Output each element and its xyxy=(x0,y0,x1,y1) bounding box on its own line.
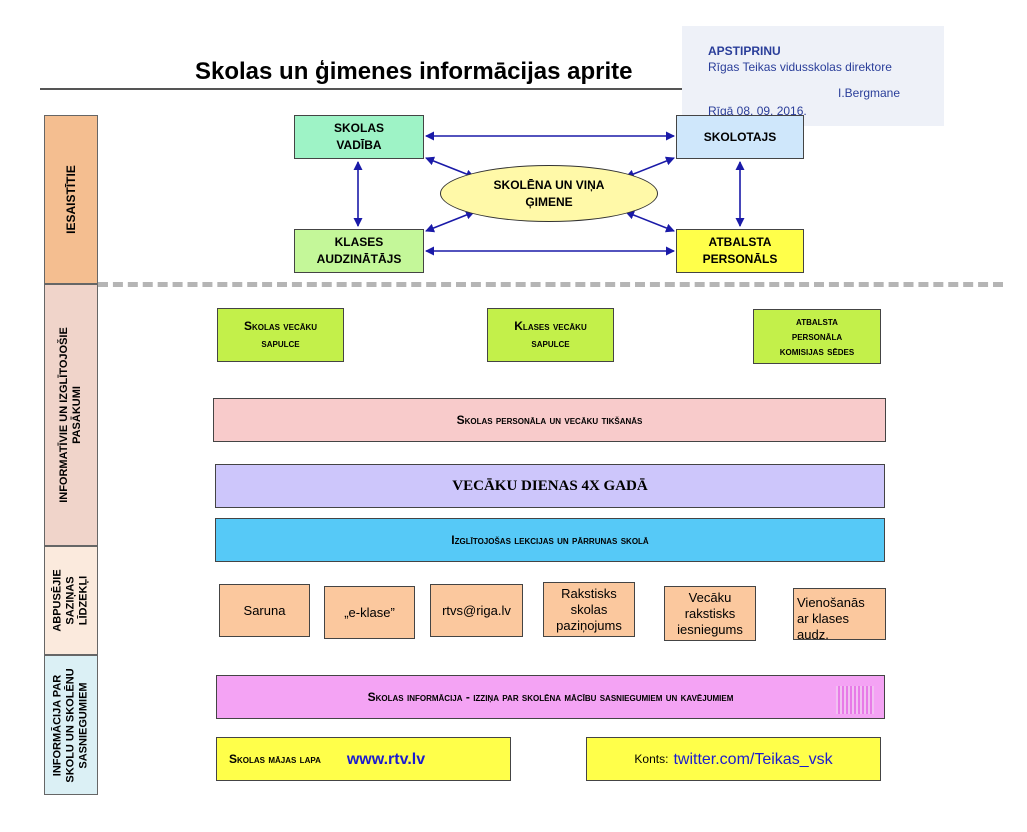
means-iesniegums-line-3: iesniegums xyxy=(677,621,743,637)
means-vienosanas-line-3: audz. xyxy=(797,627,829,640)
section-iesaistitie: IESAISTĪTIE xyxy=(44,115,98,284)
stamp-line-3: I.Bergmane xyxy=(838,86,901,100)
info-majas-lapa-label: Skolas mājas lapa xyxy=(229,751,321,766)
node-klases-audzinatajs: KLASES AUDZINĀTĀJS xyxy=(294,229,424,273)
node-atbalsta-line-1: ATBALSTA xyxy=(708,235,772,249)
info-majas-lapa: Skolas mājas lapa www.rtv.lv xyxy=(216,737,511,781)
means-rakstisks-line-3: paziņojums xyxy=(556,617,622,633)
event-klases-sapulce: Klases vecāku sapulce xyxy=(487,308,614,362)
info-konts-url[interactable]: twitter.com/Teikas_vsk xyxy=(673,750,833,768)
section-informacija: INFORMĀCIJA PAR SKOLU UN SKOLĒNU SASNIEG… xyxy=(44,655,98,795)
means-eklase: „e-klase” xyxy=(324,586,415,639)
event-vecaku-dienas-label: VECĀKU DIENAS 4X GADĀ xyxy=(452,477,648,494)
section-informativie: INFORMATĪVIE UN IZGLĪTOJOŠIE PASĀKUMI xyxy=(44,284,98,546)
arrow-skolotajs-center xyxy=(625,156,675,179)
event-skolas-sapulce-line-1: Skolas vecāku xyxy=(243,319,318,333)
stamp-line-1: APSTIPRINU xyxy=(708,44,781,58)
node-atbalsta-line-2: PERSONĀLS xyxy=(702,252,778,266)
event-klases-sapulce-line-1: Klases vecāku xyxy=(514,319,587,333)
event-lekcijas: Izglītojošas lekcijas un pārrunas skolā xyxy=(215,518,885,562)
arrow-klases-center xyxy=(425,210,475,233)
node-klases-line-1: KLASES xyxy=(334,235,384,249)
means-email: rtvs@riga.lv xyxy=(430,584,523,637)
node-skolas-vadiba-line-2: VADĪBA xyxy=(336,138,382,152)
event-klases-sapulce-line-2: sapulce xyxy=(531,336,570,350)
event-skolas-sapulce-line-2: sapulce xyxy=(261,336,300,350)
stamp-line-2: Rīgas Teikas vidusskolas direktore xyxy=(708,60,892,74)
means-email-label: rtvs@riga.lv xyxy=(442,602,511,618)
node-atbalsta-personals: ATBALSTA PERSONĀLS xyxy=(676,229,804,273)
means-iesniegums-line-1: Vecāku xyxy=(688,589,732,605)
means-vienosanas-line-1: Vienošanās xyxy=(797,595,865,610)
means-rakstisks-line-2: skolas xyxy=(570,601,608,617)
event-skolas-sapulce: Skolas vecāku sapulce xyxy=(217,308,344,362)
event-tiksanas: Skolas personāla un vecāku tikšanās xyxy=(213,398,886,442)
node-skolas-vadiba: SKOLAS VADĪBA xyxy=(294,115,424,159)
means-saruna-label: Saruna xyxy=(243,602,286,618)
means-eklase-label: „e-klase” xyxy=(344,604,395,620)
hatch-pattern xyxy=(836,686,874,714)
stamp-line-4: Rīgā 08. 09. 2016. xyxy=(708,104,807,118)
info-twitter-konts: Konts: twitter.com/Teikas_vsk xyxy=(586,737,881,781)
info-majas-lapa-url[interactable]: www.rtv.lv xyxy=(346,750,426,768)
means-rakstisks-line-1: Rakstisks xyxy=(561,585,617,601)
node-center-line-1: SKOLĒNA UN VIŅA xyxy=(493,177,605,192)
event-tiksanas-label: Skolas personāla un vecāku tikšanās xyxy=(456,412,643,427)
event-komisija-line-1: atbalsta xyxy=(796,314,838,328)
info-izzina: Skolas informācija - izziņa par skolēna … xyxy=(216,675,885,719)
node-skolotajs-label: SKOLOTAJS xyxy=(703,129,777,144)
node-skolas-vadiba-line-1: SKOLAS xyxy=(333,121,384,135)
event-komisija-line-2: personāla xyxy=(791,329,843,343)
node-skolena-gimene: SKOLĒNA UN VIŅA ĢIMENE xyxy=(440,165,658,222)
node-center-line-2: ĢIMENE xyxy=(525,194,573,209)
means-iesniegums-line-2: rakstisks xyxy=(684,605,736,621)
section-divider xyxy=(98,282,1003,287)
event-vecaku-dienas: VECĀKU DIENAS 4X GADĀ xyxy=(215,464,885,508)
means-saruna: Saruna xyxy=(219,584,310,637)
approval-stamp xyxy=(682,26,944,126)
page-title: Skolas un ģimenes informācijas aprite xyxy=(195,58,633,85)
means-vienosanas-line-2: ar klases xyxy=(797,611,850,626)
event-lekcijas-label: Izglītojošas lekcijas un pārrunas skolā xyxy=(451,532,649,547)
arrow-atbalsta-center xyxy=(625,210,675,233)
info-konts-label: Konts: xyxy=(634,752,669,766)
info-izzina-label: Skolas informācija - izziņa par skolēna … xyxy=(367,689,734,704)
title-underline xyxy=(40,88,710,90)
node-skolotajs: SKOLOTAJS xyxy=(676,115,804,159)
event-komisija-line-3: komisijas sēdes xyxy=(779,344,855,358)
section-abpusejie: ABPUSĒJIE SAZIŅAS LĪDZEKĻI xyxy=(44,546,98,655)
node-klases-line-2: AUDZINĀTĀJS xyxy=(316,252,402,266)
